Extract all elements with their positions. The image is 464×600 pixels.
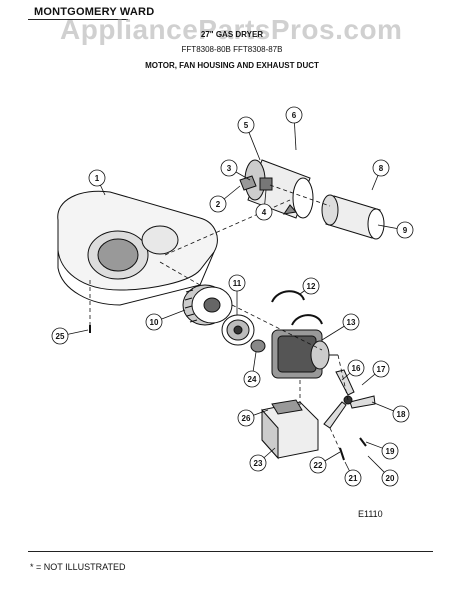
exhaust-duct-part bbox=[321, 194, 385, 240]
diagram-code: E1110 bbox=[358, 509, 383, 519]
callout-label: 1 bbox=[95, 174, 100, 183]
bracket-part bbox=[259, 177, 273, 191]
callout-bubble bbox=[344, 469, 362, 487]
callout-17: 17 bbox=[361, 360, 390, 386]
callout-label: 22 bbox=[314, 461, 323, 470]
callout-18: 18 bbox=[371, 401, 410, 423]
callout-bubble bbox=[392, 405, 410, 423]
callout-2: 2 bbox=[209, 185, 241, 213]
callout-23: 23 bbox=[249, 447, 276, 472]
brand-name: MONTGOMERY WARD bbox=[34, 6, 155, 18]
section-subtitle: MOTOR, FAN HOUSING AND EXHAUST DUCT bbox=[145, 61, 319, 70]
callout-26: 26 bbox=[237, 409, 269, 427]
callout-bubble bbox=[237, 409, 255, 427]
callout-label: 11 bbox=[233, 279, 242, 288]
callout-19: 19 bbox=[365, 441, 399, 460]
callout-16: 16 bbox=[341, 359, 365, 381]
callout-bubble bbox=[237, 116, 255, 134]
clamp-part bbox=[271, 290, 305, 303]
callout-label: 10 bbox=[150, 318, 159, 327]
motor-mount-part bbox=[261, 399, 319, 460]
callout-label: 20 bbox=[386, 474, 395, 483]
callout-6: 6 bbox=[285, 106, 303, 151]
pulley-disc-part bbox=[221, 314, 255, 346]
callout-3: 3 bbox=[220, 159, 251, 181]
callout-label: 9 bbox=[403, 226, 408, 235]
fan-blade-part bbox=[323, 369, 376, 429]
callout-5: 5 bbox=[237, 116, 261, 161]
screw-part bbox=[359, 437, 367, 447]
callout-bubble bbox=[302, 277, 320, 295]
callout-label: 3 bbox=[227, 164, 232, 173]
callout-label: 25 bbox=[56, 332, 65, 341]
footnote: * = NOT ILLUSTRATED bbox=[30, 562, 126, 572]
callout-11: 11 bbox=[228, 274, 246, 315]
callout-bubble bbox=[372, 159, 390, 177]
callout-bubble bbox=[347, 359, 365, 377]
callout-bubble bbox=[220, 159, 238, 177]
page-title: 27" GAS DRYER bbox=[200, 30, 264, 39]
callout-bubble bbox=[243, 370, 261, 388]
callout-13: 13 bbox=[321, 313, 360, 341]
callout-bubble bbox=[255, 203, 273, 221]
callout-21: 21 bbox=[344, 461, 362, 487]
motor-part bbox=[271, 329, 338, 379]
callout-label: 16 bbox=[352, 364, 361, 373]
screw-part bbox=[339, 447, 345, 461]
callout-label: 8 bbox=[379, 164, 384, 173]
callout-bubble bbox=[381, 442, 399, 460]
callout-label: 17 bbox=[377, 365, 386, 374]
callout-label: 12 bbox=[307, 282, 316, 291]
blower-wheel-part bbox=[182, 284, 233, 326]
callout-bubble bbox=[209, 195, 227, 213]
callout-label: 19 bbox=[386, 447, 395, 456]
model-numbers: FFT8308-80B FFT8308-87B bbox=[181, 45, 283, 54]
callout-label: 23 bbox=[254, 459, 263, 468]
callout-bubble bbox=[372, 360, 390, 378]
callout-bubble bbox=[285, 106, 303, 124]
clamp-part bbox=[291, 314, 323, 326]
callout-label: 24 bbox=[248, 375, 257, 384]
callout-label: 21 bbox=[349, 474, 358, 483]
fan-housing-part bbox=[57, 190, 218, 306]
callout-9: 9 bbox=[377, 221, 414, 239]
header-rule bbox=[28, 19, 128, 20]
callout-20: 20 bbox=[367, 455, 399, 487]
callout-bubble bbox=[145, 313, 163, 331]
callout-bubble bbox=[51, 327, 69, 345]
callout-bubble bbox=[342, 313, 360, 331]
callout-label: 26 bbox=[242, 414, 251, 423]
callout-bubble bbox=[309, 456, 327, 474]
bracket-part bbox=[239, 175, 257, 191]
callout-4: 4 bbox=[255, 189, 273, 221]
callout-label: 13 bbox=[347, 318, 356, 327]
callout-bubble bbox=[381, 469, 399, 487]
callout-8: 8 bbox=[371, 159, 390, 191]
callout-12: 12 bbox=[299, 277, 320, 295]
callout-24: 24 bbox=[243, 351, 261, 388]
callout-22: 22 bbox=[309, 451, 341, 474]
callout-bubble bbox=[396, 221, 414, 239]
burner-tube-part bbox=[244, 159, 314, 219]
callout-10: 10 bbox=[145, 309, 186, 331]
callout-label: 2 bbox=[216, 200, 221, 209]
callout-label: 4 bbox=[262, 208, 267, 217]
callout-bubble bbox=[228, 274, 246, 292]
callout-label: 18 bbox=[397, 410, 406, 419]
callout-label: 5 bbox=[244, 121, 249, 130]
callout-bubble bbox=[88, 169, 106, 187]
callout-bubble bbox=[249, 454, 267, 472]
footer-rule bbox=[28, 551, 433, 552]
callout-25: 25 bbox=[51, 327, 89, 345]
watermark: AppliancePartsPros.com bbox=[60, 14, 403, 45]
coupling-part bbox=[250, 339, 266, 353]
callout-label: 6 bbox=[292, 111, 297, 120]
callout-1: 1 bbox=[88, 169, 106, 196]
